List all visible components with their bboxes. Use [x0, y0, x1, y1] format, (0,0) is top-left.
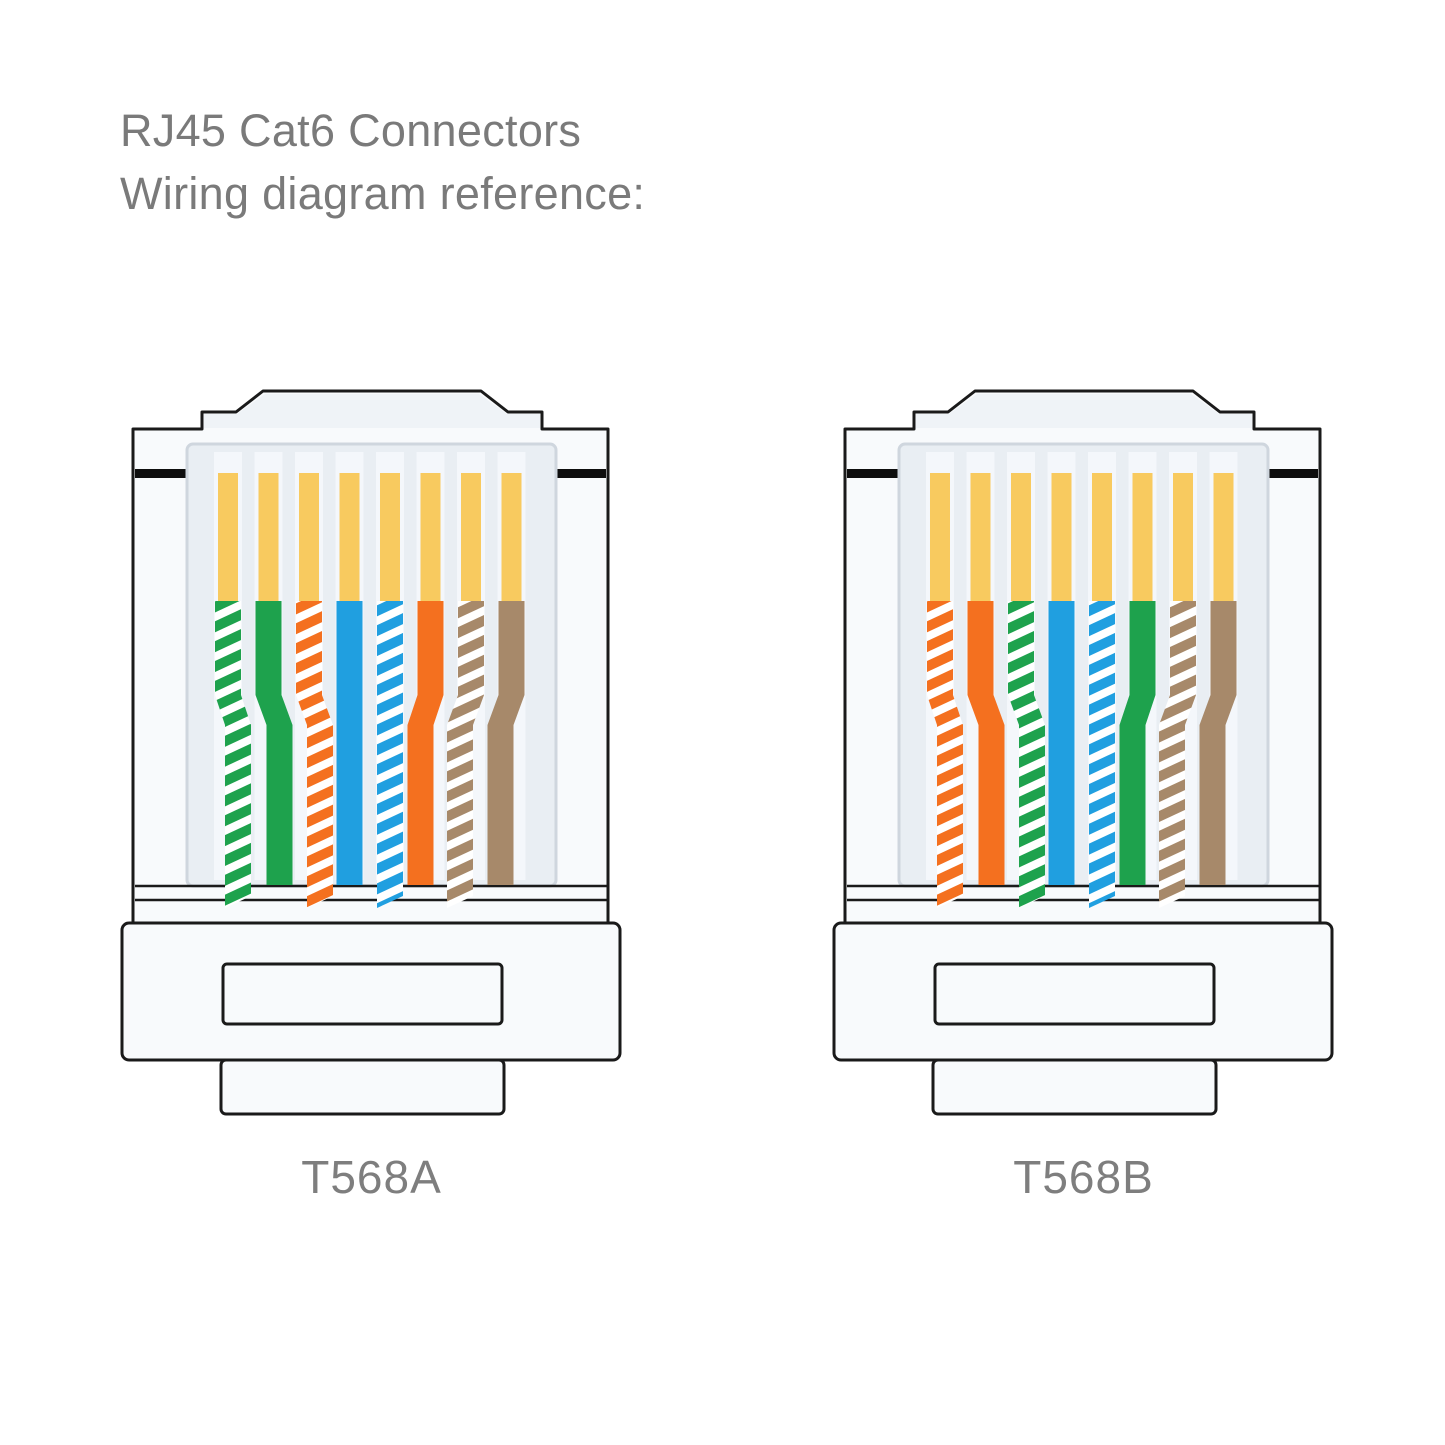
- gold-pin: [258, 473, 279, 601]
- gold-pin: [930, 473, 950, 601]
- wire-brown: [1199, 601, 1237, 885]
- wire-white-brown: [447, 601, 484, 908]
- wire-white-orange: [927, 601, 963, 908]
- rj45-plug-graphic-t568a: [120, 389, 622, 1116]
- title-line-2: Wiring diagram reference:: [120, 168, 646, 219]
- wire-green: [1119, 601, 1156, 885]
- gold-pin: [1092, 473, 1112, 601]
- wire-green: [255, 601, 293, 885]
- gold-pin: [461, 473, 481, 601]
- wire-white-brown: [1159, 601, 1196, 908]
- cable-slot: [221, 962, 504, 1026]
- connector-t568a: T568A: [119, 388, 624, 1204]
- gold-pin: [218, 473, 238, 601]
- connector-label-t568b: T568B: [1013, 1151, 1154, 1203]
- gold-pin: [970, 473, 991, 601]
- wire-orange: [407, 601, 444, 885]
- wire-white-blue: [377, 601, 403, 908]
- rear-block: [120, 921, 622, 1062]
- cable-boot: [931, 1058, 1218, 1116]
- wire-white-blue: [1089, 601, 1115, 908]
- wire-white-green: [1008, 601, 1045, 908]
- latch-tab: [916, 394, 1252, 428]
- gold-pin: [380, 473, 400, 601]
- connector-label-t568a: T568A: [301, 1151, 442, 1203]
- gold-pin: [1011, 473, 1031, 601]
- gold-pin: [299, 473, 319, 601]
- gold-pin: [501, 473, 522, 601]
- rj45-plug-graphic-t568b: [832, 389, 1334, 1116]
- cable-boot: [219, 1058, 506, 1116]
- wire-brown: [487, 601, 525, 885]
- gold-pin: [1213, 473, 1234, 601]
- latch-tab: [204, 394, 540, 428]
- gold-pin: [339, 473, 360, 601]
- wire-blue: [336, 601, 363, 885]
- gold-pin: [1173, 473, 1193, 601]
- wire-white-green: [215, 601, 251, 908]
- wire-blue: [1048, 601, 1075, 885]
- wire-white-orange: [296, 601, 333, 908]
- wire-orange: [967, 601, 1005, 885]
- title-line-1: RJ45 Cat6 Connectors: [120, 105, 582, 156]
- gold-pin: [420, 473, 441, 601]
- connector-t568b: T568B: [831, 388, 1336, 1204]
- page-title: RJ45 Cat6 Connectors Wiring diagram refe…: [120, 99, 645, 225]
- gold-pin: [1051, 473, 1072, 601]
- rear-block: [832, 921, 1334, 1062]
- gold-pin: [1132, 473, 1153, 601]
- cable-slot: [933, 962, 1216, 1026]
